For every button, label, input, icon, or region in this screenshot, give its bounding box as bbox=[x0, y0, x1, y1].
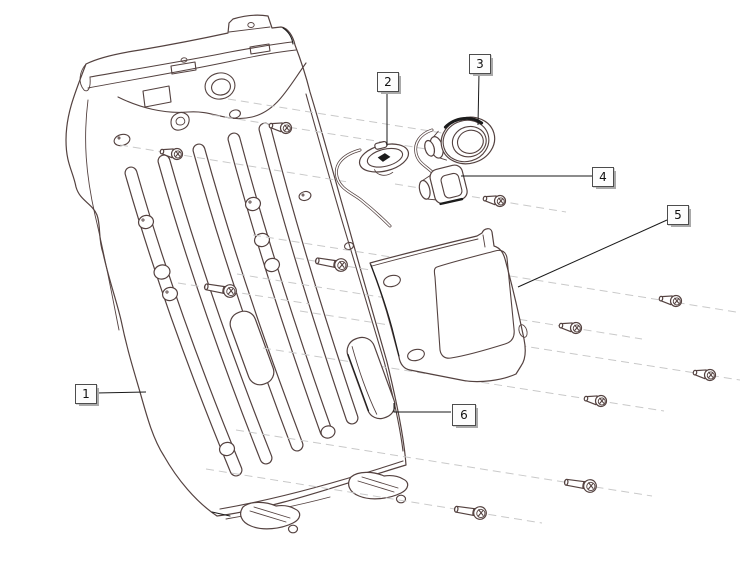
screw-icon bbox=[557, 319, 583, 335]
part-3-power-socket bbox=[414, 116, 496, 174]
screw-icon bbox=[481, 192, 507, 208]
mounting-foot-right bbox=[348, 471, 409, 504]
callout-2[interactable]: 2 bbox=[377, 72, 399, 92]
panel-ribs bbox=[124, 122, 359, 477]
bolt-icon bbox=[452, 502, 488, 521]
panel-pad-slot bbox=[229, 310, 275, 386]
screw-icon bbox=[582, 392, 608, 408]
screw-icon bbox=[657, 292, 683, 308]
callout-1[interactable]: 1 bbox=[75, 384, 97, 404]
callout-4[interactable]: 4 bbox=[592, 167, 614, 187]
part-1-floor-panel bbox=[65, 14, 409, 534]
panel-screw-bosses bbox=[137, 196, 336, 457]
callout-3[interactable]: 3 bbox=[469, 54, 491, 74]
callout-leader-lines bbox=[95, 72, 668, 413]
part-6-rubber-pad bbox=[346, 336, 396, 420]
part-4-socket-cap bbox=[418, 164, 468, 206]
part-2-wiring-socket bbox=[334, 140, 410, 228]
callout-5[interactable]: 5 bbox=[667, 205, 689, 225]
bolt-icon bbox=[562, 475, 598, 494]
mounting-foot-left bbox=[240, 501, 301, 534]
screw-icon bbox=[691, 366, 717, 382]
part-5-cover-panel bbox=[369, 228, 528, 383]
callout-6[interactable]: 6 bbox=[452, 404, 476, 426]
